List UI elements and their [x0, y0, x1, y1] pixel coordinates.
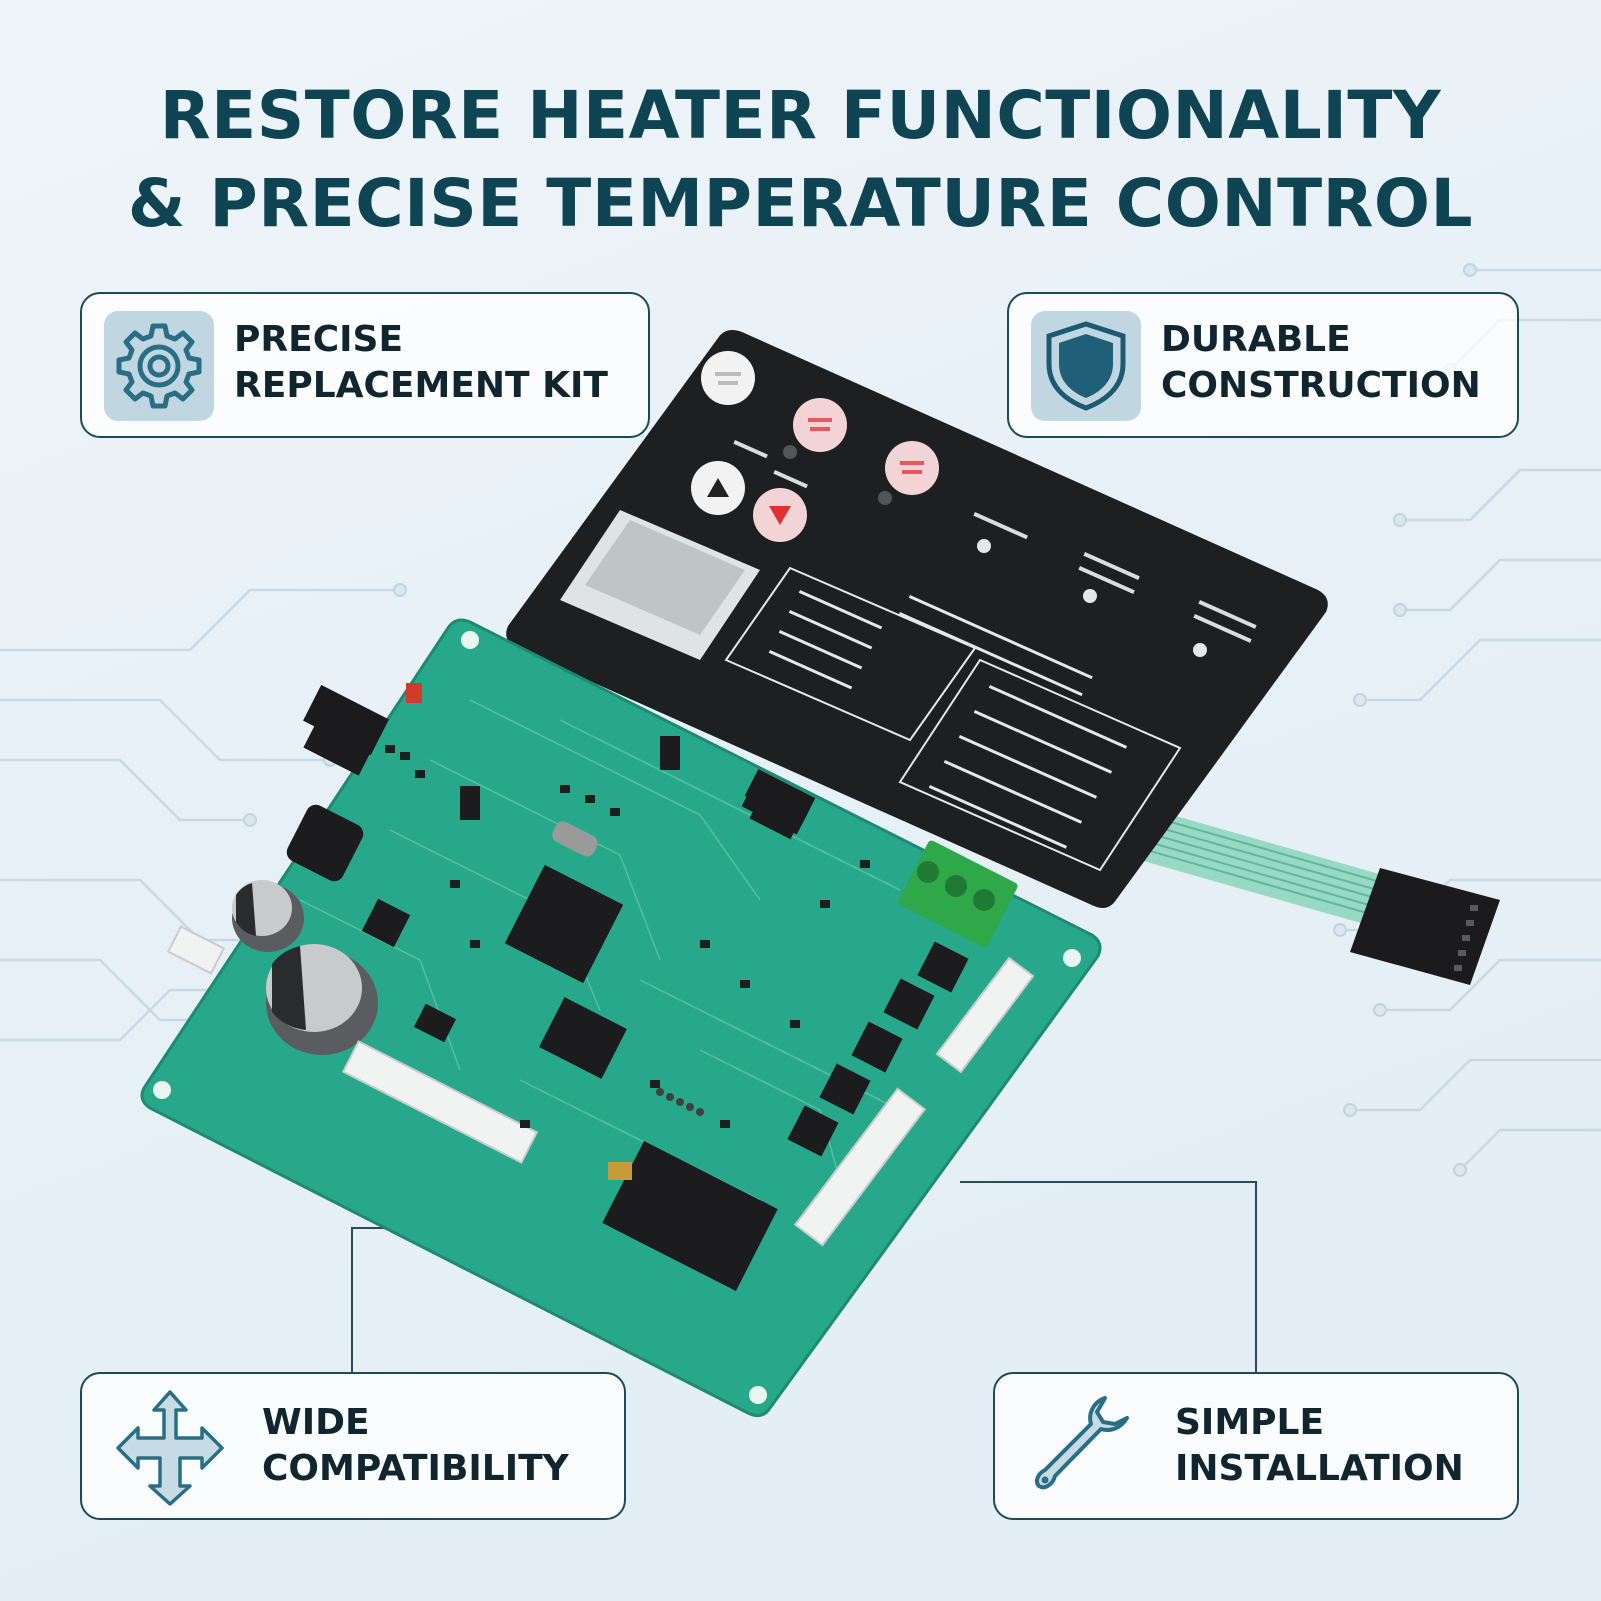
- wrench-icon: [1035, 1396, 1129, 1490]
- feature-label: PRECISE REPLACEMENT KIT: [234, 317, 608, 409]
- indicator-service-heater: [1193, 643, 1207, 657]
- feature-icon-tile: [1031, 311, 1141, 421]
- terminal-block: [898, 840, 1018, 948]
- headline-line-2: & PRECISE TEMPERATURE CONTROL: [127, 165, 1474, 242]
- membrane-keypad: [506, 330, 1328, 908]
- control-board: [140, 618, 1102, 1418]
- feature-label-line-2: INSTALLATION: [1175, 1448, 1464, 1489]
- feature-label-line-2: COMPATIBILITY: [262, 1448, 569, 1489]
- feature-label-line-1: SIMPLE: [1175, 1402, 1325, 1443]
- shield-icon: [1046, 321, 1126, 411]
- feature-card-simple-installation: SIMPLE INSTALLATION: [993, 1372, 1519, 1520]
- feature-card-precise-replacement-kit: PRECISE REPLACEMENT KIT: [80, 292, 650, 438]
- headline: RESTORE HEATER FUNCTIONALITY & PRECISE T…: [0, 72, 1601, 248]
- feature-label: SIMPLE INSTALLATION: [1175, 1400, 1464, 1492]
- keypad-button-pool-on: [793, 398, 847, 452]
- headline-line-1: RESTORE HEATER FUNCTIONALITY: [159, 77, 1442, 154]
- feature-card-durable-construction: DURABLE CONSTRUCTION: [1007, 292, 1519, 438]
- feature-label-line-1: PRECISE: [234, 319, 404, 360]
- indicator-service-system: [1083, 589, 1097, 603]
- keypad-button-diag-reset: [701, 351, 755, 405]
- feature-label: WIDE COMPATIBILITY: [262, 1400, 569, 1492]
- keypad-button-spa-on: [885, 441, 939, 495]
- feature-label-line-2: REPLACEMENT KIT: [234, 365, 608, 406]
- feature-card-wide-compatibility: WIDE COMPATIBILITY: [80, 1372, 626, 1520]
- feature-label: DURABLE CONSTRUCTION: [1161, 317, 1481, 409]
- feature-icon-tile: [104, 311, 214, 421]
- feature-label-line-2: CONSTRUCTION: [1161, 365, 1481, 406]
- feature-label-line-1: DURABLE: [1161, 319, 1351, 360]
- gear-icon: [116, 323, 202, 409]
- arrows-four-way-icon: [116, 1390, 224, 1506]
- capacitor-small: [232, 880, 304, 952]
- indicator-heating: [977, 539, 991, 553]
- feature-label-line-1: WIDE: [262, 1402, 370, 1443]
- capacitor-large: [266, 944, 378, 1055]
- reset-switch: [406, 683, 422, 703]
